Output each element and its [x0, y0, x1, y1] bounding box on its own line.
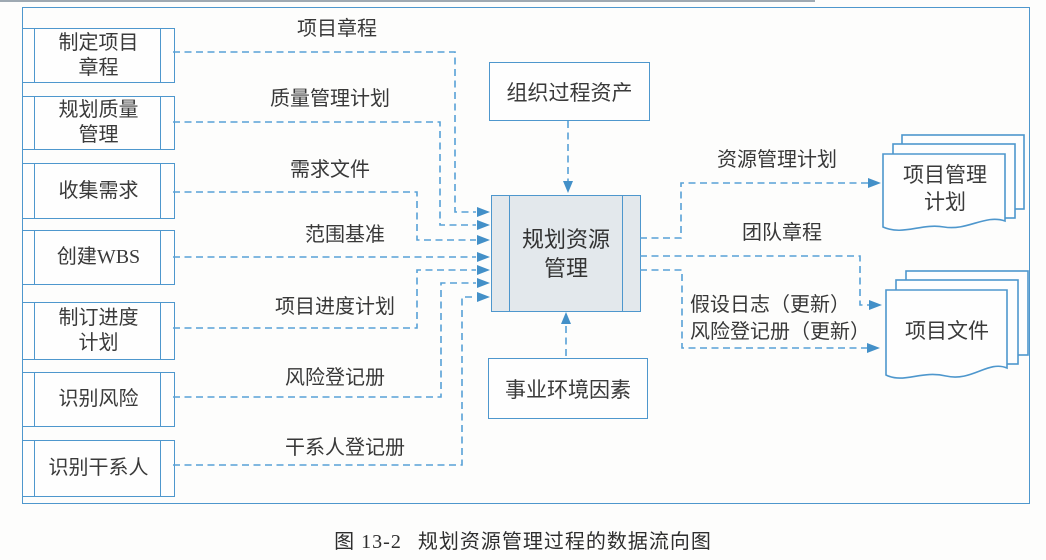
arrowhead	[477, 292, 490, 302]
arrowhead	[477, 278, 490, 288]
flow-label-team-charter: 团队章程	[742, 222, 822, 244]
flow-line-risk-register	[173, 282, 476, 398]
flow-label-risk-register-update: 风险登记册（更新）	[690, 321, 870, 343]
arrowhead	[477, 265, 490, 275]
process-label-line: 制订进度	[58, 307, 139, 329]
process-label-line: 制定项目	[58, 31, 139, 54]
flow-line-project-charter	[173, 51, 476, 213]
doc-project-documents	[885, 270, 1029, 379]
doc-front-page	[885, 289, 1008, 379]
doc-label-project-documents: 项目文件	[886, 318, 1008, 345]
arrowhead	[477, 220, 490, 230]
flow-line-requirements-documentation	[173, 191, 476, 241]
flow-line-quality-management-plan	[173, 121, 476, 226]
flow-label-project-schedule: 项目进度计划	[275, 296, 395, 318]
flow-label-stakeholder-register: 干系人登记册	[285, 437, 405, 459]
doc-label-line: 计划	[924, 190, 966, 214]
arrowhead	[563, 181, 573, 193]
figure-caption: 图 13-2 规划资源管理过程的数据流向图	[0, 525, 1046, 554]
process-box-identify-stakeholders: 识别干系人	[22, 440, 175, 497]
input-box-enterprise-environmental-factors: 事业环境因素	[488, 358, 648, 419]
doc-label-project-management-plan: 项目管理 计划	[885, 162, 1005, 216]
process-box-develop-project-charter: 制定项目 章程	[22, 28, 175, 83]
figure-caption-title: 规划资源管理过程的数据流向图	[417, 531, 712, 553]
figure-caption-number: 图 13-2	[334, 531, 402, 553]
arrowhead	[869, 300, 882, 310]
arrowhead	[867, 343, 880, 353]
process-box-develop-schedule: 制订进度 计划	[22, 302, 175, 360]
input-box-organizational-process-assets: 组织过程资产	[489, 62, 650, 121]
arrowhead	[561, 312, 571, 324]
flow-label-resource-management-plan: 资源管理计划	[717, 149, 837, 171]
flow-line-resource-management-plan	[640, 182, 868, 239]
process-label-line: 规划资源	[521, 226, 610, 252]
flow-line-updates	[640, 269, 867, 349]
process-label-line: 管理	[543, 255, 588, 281]
doc-label-line: 项目文件	[905, 319, 989, 343]
process-box-plan-resource-management: 规划资源 管理	[491, 195, 641, 312]
process-box-collect-requirements: 收集需求	[22, 163, 175, 219]
flow-label-scope-baseline: 范围基准	[305, 224, 385, 246]
input-box-label: 事业环境因素	[505, 377, 631, 402]
flow-label-assumption-log-update: 假设日志（更新）	[690, 294, 850, 316]
doc-project-management-plan	[882, 134, 1025, 231]
process-box-create-wbs: 创建WBS	[22, 230, 175, 285]
input-box-label: 组织过程资产	[506, 80, 633, 105]
scan-artifact-line	[0, 0, 815, 2]
process-label-line: 管理	[78, 124, 119, 146]
arrowhead	[477, 207, 490, 217]
flow-line-stakeholder-register	[173, 296, 476, 466]
flow-label-project-charter: 项目章程	[297, 18, 377, 40]
process-label-line: 创建WBS	[56, 246, 141, 268]
doc-front-page	[882, 153, 1006, 231]
process-label-line: 规划质量	[58, 99, 139, 121]
flow-label-risk-register: 风险登记册	[285, 367, 385, 389]
arrowhead	[477, 235, 490, 245]
flow-label-quality-management-plan: 质量管理计划	[270, 88, 390, 110]
flow-line-project-schedule	[173, 269, 476, 329]
doc-label-line: 项目管理	[903, 163, 987, 187]
process-label-line: 章程	[78, 56, 119, 79]
process-box-plan-quality-management: 规划质量 管理	[22, 96, 175, 150]
arrowhead	[868, 178, 881, 188]
arrowhead	[477, 252, 490, 262]
process-label-line: 计划	[78, 332, 119, 354]
process-label-line: 识别干系人	[48, 457, 149, 479]
flow-line-team-charter	[640, 255, 869, 306]
flow-label-requirements-documentation: 需求文件	[290, 159, 370, 181]
process-label-line: 识别风险	[58, 388, 139, 410]
process-label-line: 收集需求	[58, 179, 139, 202]
process-box-identify-risks: 识别风险	[22, 372, 175, 427]
